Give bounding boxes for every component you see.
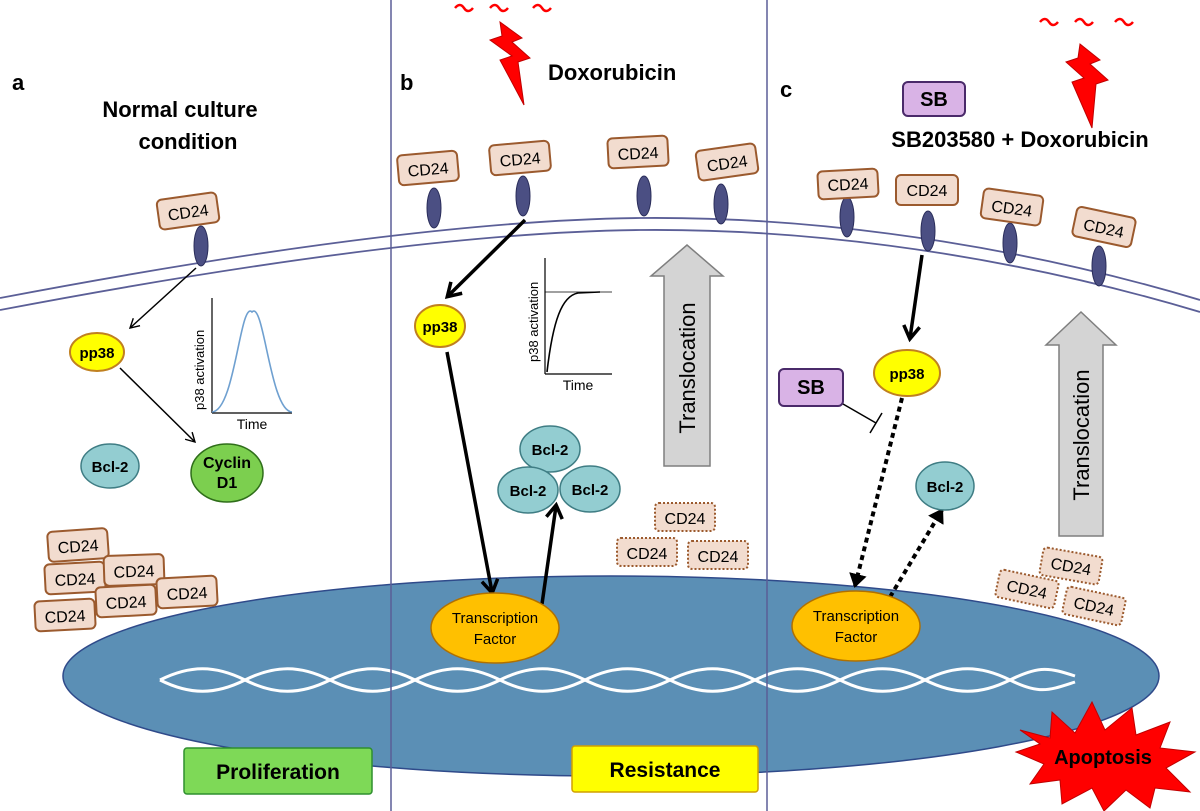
translocation-arrow-c: Translocation: [1044, 310, 1118, 537]
cyclin-d1-a: Cyclin D1: [190, 443, 264, 503]
svg-text:Transcription: Transcription: [813, 608, 899, 625]
svg-text:Bcl-2: Bcl-2: [927, 479, 964, 496]
cd24-label-c1: CD24: [816, 167, 880, 201]
svg-text:Bcl-2: Bcl-2: [532, 442, 569, 459]
pp38-b: pp38: [414, 304, 466, 348]
pp38-a: pp38: [69, 332, 125, 372]
svg-text:CD24: CD24: [990, 198, 1033, 221]
cd24-dotted-cluster-b: CD24 CD24 CD24: [616, 502, 749, 570]
cd24-label-b3: CD24: [606, 134, 670, 170]
svg-text:D1: D1: [217, 475, 238, 492]
panel-c-title: SB203580 + Doxorubicin: [891, 127, 1148, 152]
dna-strands: [159, 667, 1076, 693]
svg-text:pp38: pp38: [79, 345, 114, 362]
svg-text:CD24: CD24: [706, 153, 749, 176]
cell-membrane: [0, 217, 1200, 313]
arrow-a-pp38-cyclin: [119, 367, 197, 444]
cd24-cluster-a: CD24 CD24 CD24 CD24 CD24 CD24: [33, 527, 219, 633]
svg-text:CD24: CD24: [57, 538, 99, 558]
svg-text:Time: Time: [563, 377, 594, 393]
panel-c-letter: c: [780, 77, 792, 102]
svg-text:Bcl-2: Bcl-2: [92, 459, 129, 476]
pp38-c: pp38: [873, 349, 941, 397]
cd24-dotted-cluster-c: CD24 CD24 CD24: [994, 546, 1127, 627]
svg-text:Bcl-2: Bcl-2: [572, 482, 609, 499]
svg-text:CD24: CD24: [167, 202, 210, 225]
radiation-squiggles-b: [454, 3, 552, 13]
bcl2-a: Bcl-2: [80, 443, 140, 489]
cd24-label-b4: CD24: [694, 142, 760, 182]
membrane-receptors: [193, 175, 1107, 287]
lightning-icon-c: [1065, 43, 1109, 129]
arrow-b-receptor-pp38: [444, 218, 527, 300]
svg-text:Factor: Factor: [835, 629, 878, 646]
inset-chart-b: p38 activation Time: [526, 258, 612, 393]
svg-text:p38 activation: p38 activation: [526, 282, 541, 362]
arrow-c-pp38-tf-dashed: [849, 397, 904, 588]
cd24-label-a: CD24: [155, 191, 221, 231]
cd24-label-b2: CD24: [488, 139, 552, 177]
apoptosis-burst: Apoptosis: [1014, 700, 1197, 811]
sb-inhibitor: SB: [778, 368, 844, 407]
panel-a-letter: a: [12, 70, 25, 95]
arrow-b-tf-bcl2: [540, 501, 564, 605]
cd24-label-c4: CD24: [1071, 206, 1137, 248]
svg-text:CD24: CD24: [54, 571, 96, 590]
radiation-squiggles-c: [1039, 17, 1134, 27]
svg-text:CD24: CD24: [1049, 556, 1092, 580]
svg-text:Translocation: Translocation: [1069, 369, 1094, 500]
svg-text:CD24: CD24: [44, 608, 86, 627]
svg-text:CD24: CD24: [166, 585, 208, 604]
svg-text:Factor: Factor: [474, 631, 517, 648]
svg-text:CD24: CD24: [499, 150, 541, 171]
svg-text:pp38: pp38: [889, 366, 924, 383]
proliferation-label: Proliferation: [183, 747, 373, 795]
translocation-arrow-b: Translocation: [648, 244, 726, 467]
svg-text:CD24: CD24: [827, 176, 869, 195]
svg-text:Bcl-2: Bcl-2: [510, 483, 547, 500]
svg-text:CD24: CD24: [665, 511, 706, 528]
inhibition-line: [842, 403, 883, 434]
panel-b-title: Doxorubicin: [548, 60, 676, 85]
arrow-b-pp38-tf: [445, 351, 500, 597]
panel-a-title-line2: condition: [139, 129, 238, 154]
transcription-factor-b: Transcription Factor: [430, 592, 560, 664]
lightning-icon-b: [488, 20, 531, 106]
svg-text:Translocation: Translocation: [675, 302, 700, 433]
transcription-factor-c: Transcription Factor: [791, 590, 921, 662]
svg-text:CD24: CD24: [105, 594, 147, 613]
svg-text:SB: SB: [797, 377, 825, 399]
svg-text:CD24: CD24: [113, 563, 155, 581]
svg-text:Apoptosis: Apoptosis: [1054, 747, 1152, 769]
cd24-label-c2: CD24: [895, 174, 959, 206]
svg-text:Cyclin: Cyclin: [203, 455, 251, 472]
panel-a-title-line1: Normal culture: [102, 97, 257, 122]
bcl2-c: Bcl-2: [915, 461, 975, 511]
svg-text:CD24: CD24: [627, 546, 668, 563]
bcl2-cluster-b: Bcl-2 Bcl-2 Bcl-2: [497, 425, 621, 514]
cd24-label-c3: CD24: [979, 187, 1045, 227]
svg-text:CD24: CD24: [617, 145, 659, 164]
resistance-label: Resistance: [571, 745, 759, 793]
svg-text:CD24: CD24: [407, 160, 449, 181]
inset-chart-a: p38 activation Time: [192, 298, 293, 432]
panel-b-letter: b: [400, 70, 413, 95]
arrow-c-tf-bcl2-dashed: [888, 508, 944, 599]
svg-text:pp38: pp38: [422, 319, 457, 336]
svg-text:Time: Time: [237, 416, 268, 432]
svg-text:Proliferation: Proliferation: [216, 761, 340, 784]
sb-badge-top: SB: [902, 81, 966, 117]
svg-text:SB: SB: [920, 89, 948, 111]
svg-text:Resistance: Resistance: [610, 759, 721, 782]
arrow-c-receptor-pp38: [902, 254, 924, 343]
cd24-label-b1: CD24: [396, 149, 460, 187]
svg-text:Transcription: Transcription: [452, 610, 538, 627]
svg-text:CD24: CD24: [907, 183, 948, 200]
arrow-a-receptor-pp38: [128, 267, 197, 329]
svg-text:p38 activation: p38 activation: [192, 330, 207, 410]
svg-text:CD24: CD24: [698, 549, 739, 566]
